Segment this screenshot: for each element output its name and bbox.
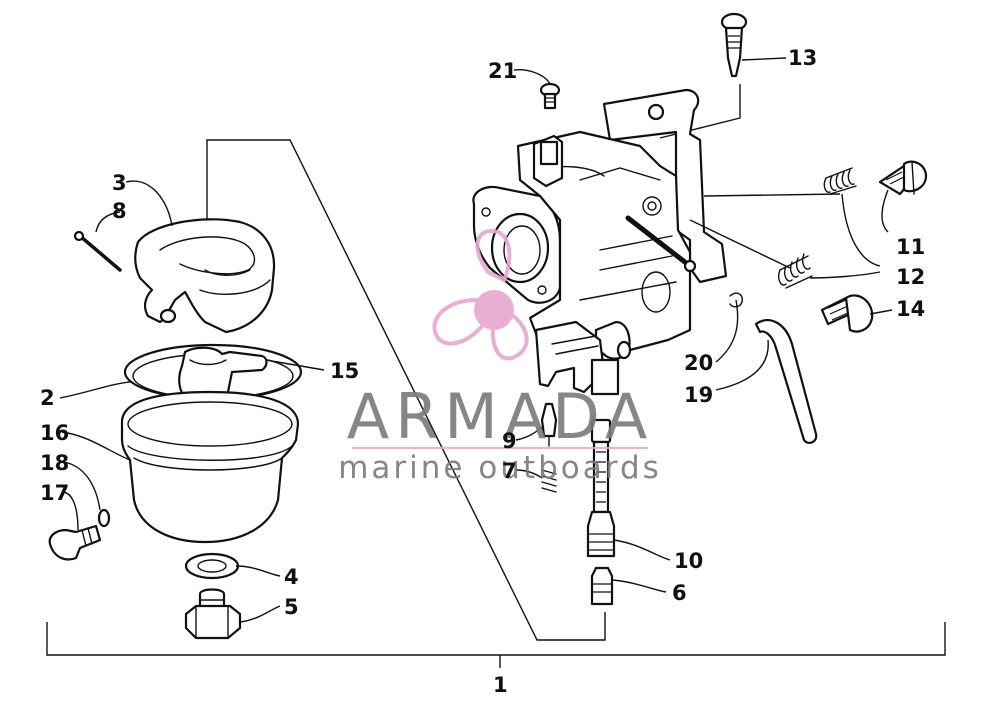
main-jet-needle [540,402,558,447]
callout-8: 8 [112,199,127,223]
fuel-hose [754,319,818,444]
callout-21: 21 [488,59,517,83]
main-jet [590,566,614,606]
callout-17: 17 [40,481,69,505]
upper-spring [823,167,857,195]
callout-6: 6 [672,581,687,605]
callout-16: 16 [40,421,69,445]
callout-3: 3 [112,171,127,195]
lower-spring [777,253,813,289]
callout-7: 7 [502,459,517,483]
float-pin [73,230,122,272]
callout-18: 18 [40,451,69,475]
propeller-logo [432,229,529,361]
drain-washer [97,508,111,528]
callout-9: 9 [502,429,517,453]
watermark-brand: ARMADA [347,380,653,453]
float-bowl [120,390,300,544]
callout-19: 19 [684,383,713,407]
callout-2: 2 [40,386,55,410]
pilot-screw-top [720,12,748,78]
float-part [134,218,276,334]
callout-13: 13 [788,46,817,70]
callout-20: 20 [684,351,713,375]
bowl-screw [184,588,242,640]
assembly-bracket [46,622,946,668]
armada-watermark: ARMADA marine outboards [338,229,662,486]
jet-spring [541,469,557,493]
callout-1: 1 [493,673,508,697]
callout-15: 15 [330,359,359,383]
bowl-washer [184,552,240,580]
callout-labels: 1 2 3 4 5 6 7 8 9 10 11 12 13 14 15 16 1… [40,46,925,697]
emulsion-tube [586,418,616,558]
callout-5: 5 [284,595,299,619]
top-screw [539,82,561,110]
callout-leaders [59,57,893,623]
callout-4: 4 [284,565,299,589]
callout-10: 10 [674,549,703,573]
drain-screw [48,524,102,561]
callout-12: 12 [896,265,925,289]
carburetor-body [472,88,728,396]
hose-clip [729,292,744,308]
callout-11: 11 [896,235,925,259]
idle-adjust-screw [878,160,928,196]
watermark-tagline: marine outboards [338,450,662,486]
throttle-stop-screw [820,294,874,333]
callout-14: 14 [896,297,925,321]
